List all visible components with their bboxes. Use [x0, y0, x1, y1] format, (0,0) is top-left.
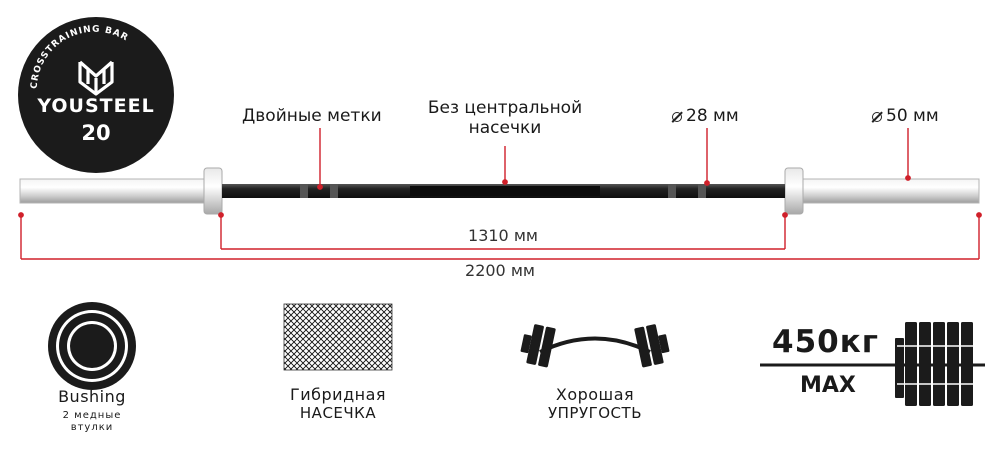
max-load-value: 450кг [772, 324, 879, 360]
shaft-diameter-value: 28 мм [686, 106, 739, 126]
label-sleeve-diameter: 50 мм [872, 106, 939, 126]
elasticity-line1: Хорошая [555, 385, 635, 404]
right-collar [784, 167, 804, 215]
left-sleeve [19, 178, 209, 204]
max-load-label: МАХ [800, 373, 856, 398]
diameter-icon [872, 112, 882, 122]
elasticity-label: Хорошая упругость [515, 385, 675, 423]
sleeve-diameter-value: 50 мм [886, 106, 939, 126]
brand-logo: CROSSTRAINING BAR YOUSTEEL 20 [18, 17, 174, 173]
callout-lines [317, 128, 911, 190]
bent-barbell-icon [520, 324, 670, 368]
label-double-marks: Двойные метки [242, 106, 382, 126]
bushing-title: Bushing [58, 387, 126, 406]
knurling-label: Гибридная насечка [258, 385, 418, 423]
right-sleeve [800, 178, 980, 204]
label-shaft-diameter: 28 мм [672, 106, 739, 126]
elasticity-line2: упругость [548, 404, 642, 422]
left-collar [203, 167, 223, 215]
dimension-lines [18, 212, 982, 260]
logo-weight-text: 20 [81, 121, 110, 145]
max-load-icon [760, 322, 985, 406]
label-no-center-line2: насечки [468, 118, 542, 138]
double-mark-left-2 [330, 184, 338, 198]
double-mark-right-1 [668, 184, 676, 198]
logo-emblem-icon [78, 60, 114, 96]
knurling-line1: Гибридная [289, 385, 387, 404]
bushing-icon [48, 302, 136, 390]
double-mark-left-1 [300, 184, 308, 198]
knurling-icon [283, 303, 393, 371]
bushing-sub-line1: 2 медные [62, 410, 122, 421]
logo-brand-text: YOUSTEEL [36, 95, 154, 117]
total-length-label: 2200 мм [465, 261, 535, 280]
label-no-center-line1: Без центральной [427, 98, 583, 118]
bushing-subtitle: 2 медные втулки [32, 410, 152, 434]
label-no-center-knurl: Без центральной насечки [420, 98, 590, 138]
double-mark-right-2 [698, 184, 706, 198]
bushing-sub-line2: втулки [70, 422, 114, 433]
smooth-center [410, 186, 600, 196]
diameter-icon [672, 112, 682, 122]
knurling-line2: насечка [299, 404, 377, 422]
barbell [19, 167, 980, 215]
inner-length-label: 1310 мм [443, 226, 563, 245]
